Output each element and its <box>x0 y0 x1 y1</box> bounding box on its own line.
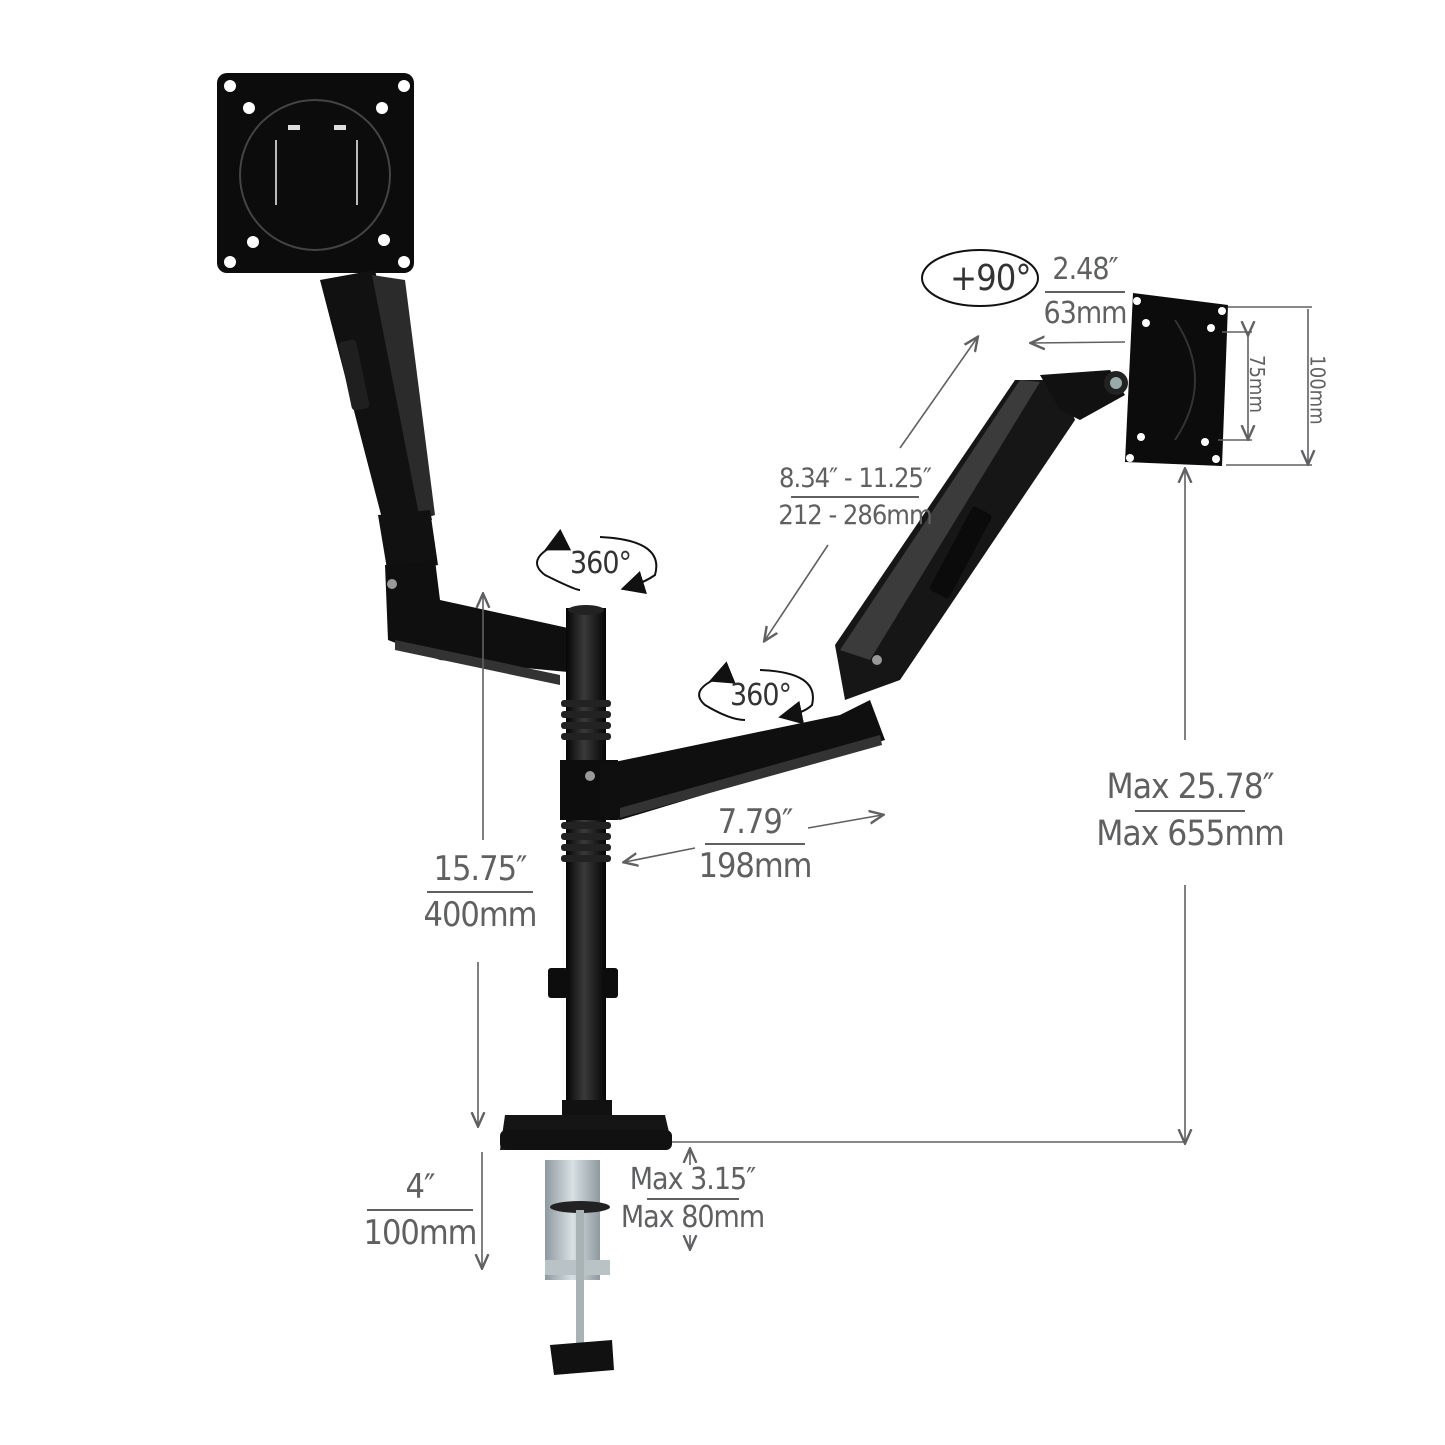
vesa-inner-dimension: 75mm <box>1244 355 1269 413</box>
max-height-metric: Max 655mm <box>1096 814 1285 854</box>
lower-arm-imperial: 7.79″ <box>717 802 794 842</box>
left-vesa-plate <box>217 73 414 273</box>
divider <box>367 1209 473 1211</box>
tilt-label: +90° <box>950 258 1032 299</box>
desk-thickness-metric: Max 80mm <box>620 1200 765 1235</box>
dimension-lines <box>478 306 1312 1267</box>
pole-rotation-label: 360° <box>570 546 632 581</box>
desk-clamp <box>500 1115 672 1375</box>
desk-thickness-imperial: Max 3.15″ <box>629 1162 757 1197</box>
arm-rotation-label: 360° <box>730 678 792 713</box>
base-height-imperial: 4″ <box>405 1167 436 1207</box>
vesa-outer-dimension: 100mm <box>1305 355 1330 425</box>
divider <box>427 891 533 893</box>
left-gas-arm <box>320 270 438 575</box>
divider <box>1045 291 1125 293</box>
lower-arm-dimension: 7.79″ 198mm <box>695 805 815 883</box>
rotation-indicators <box>536 249 1039 725</box>
max-height-dimension: Max 25.78″ Max 655mm <box>1095 770 1285 852</box>
divider <box>646 1198 739 1200</box>
pole-height-imperial: 15.75″ <box>433 849 528 889</box>
divider <box>705 843 805 845</box>
gas-arm-length-imperial: 8.34″ - 11.25″ <box>779 463 932 494</box>
right-lower-arm <box>585 700 885 820</box>
pole-height-dimension: 15.75″ 400mm <box>420 852 540 932</box>
right-gas-arm <box>835 370 1128 700</box>
divider <box>791 496 919 498</box>
base-height-dimension: 4″ 100mm <box>360 1170 480 1250</box>
desk-thickness-dimension: Max 3.15″ Max 80mm <box>620 1165 765 1233</box>
right-vesa-plate <box>1125 293 1228 466</box>
left-lower-arm <box>385 560 600 685</box>
pole <box>548 605 618 1128</box>
lower-arm-metric: 198mm <box>698 846 813 886</box>
divider <box>1135 810 1245 812</box>
plate-offset-dimension: 2.48″ 63mm <box>1040 255 1130 329</box>
gas-arm-length-metric: 212 - 286mm <box>778 500 932 531</box>
pole-height-metric: 400mm <box>423 895 538 935</box>
max-height-imperial: Max 25.78″ <box>1106 767 1275 807</box>
base-height-metric: 100mm <box>363 1213 478 1253</box>
plate-offset-metric: 63mm <box>1043 296 1128 331</box>
gas-arm-length-dimension: 8.34″ - 11.25″ 212 - 286mm <box>775 465 935 529</box>
plate-offset-imperial: 2.48″ <box>1052 252 1118 287</box>
